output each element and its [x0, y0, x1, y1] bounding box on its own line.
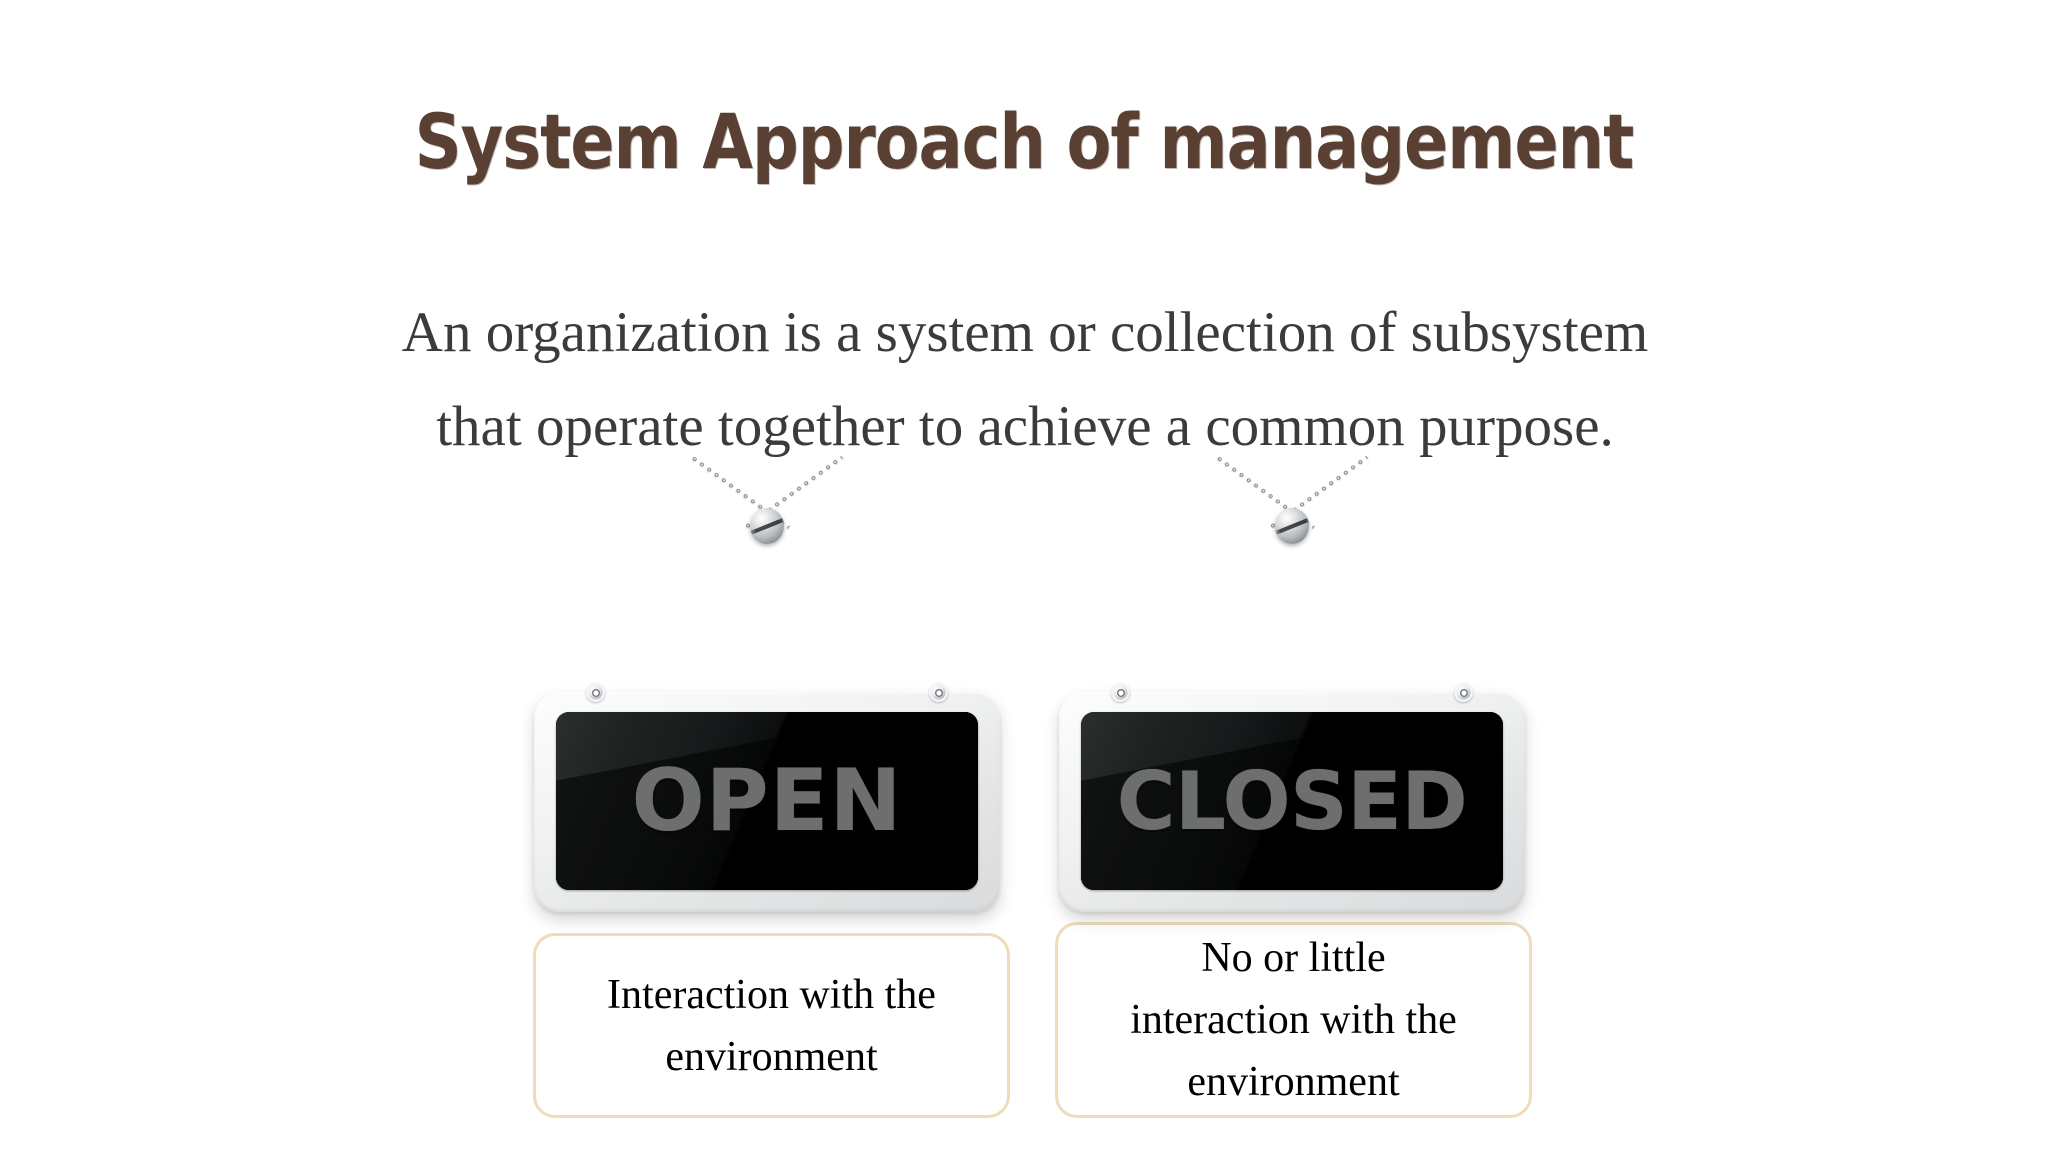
open-caption-text: Interaction with the environment: [607, 964, 936, 1088]
closed-caption-line-1: No or little: [1201, 935, 1386, 981]
eyelet-right-icon: [929, 683, 948, 702]
open-caption-line-2: environment: [665, 1033, 878, 1080]
open-caption-box: Interaction with the environment: [533, 933, 1010, 1118]
closed-sign-label: CLOSED: [1081, 712, 1503, 890]
closed-caption-line-2: interaction with the: [1130, 997, 1457, 1043]
open-sign-frame: OPEN: [534, 683, 1000, 912]
open-sign-panel: OPEN: [556, 712, 978, 890]
body-line-2: that operate together to achieve a commo…: [436, 395, 1614, 458]
closed-sign-panel: CLOSED: [1081, 712, 1503, 890]
eyelet-right-icon: [1454, 683, 1473, 702]
closed-sign-frame: CLOSED: [1059, 683, 1525, 912]
body-line-1: An organization is a system or collectio…: [401, 301, 1649, 364]
hanging-knob-icon: [750, 508, 784, 544]
open-caption-line-1: Interaction with the: [607, 971, 936, 1018]
closed-caption-line-3: environment: [1187, 1059, 1400, 1105]
hanging-knob-icon: [1275, 508, 1309, 544]
eyelet-left-icon: [586, 683, 605, 702]
closed-caption-text: No or little interaction with the enviro…: [1130, 927, 1457, 1113]
closed-caption-box: No or little interaction with the enviro…: [1055, 922, 1532, 1118]
eyelet-left-icon: [1111, 683, 1130, 702]
body-paragraph: An organization is a system or collectio…: [235, 286, 1815, 474]
open-sign-label: OPEN: [556, 712, 978, 890]
page-title: System Approach of management: [414, 97, 1635, 186]
